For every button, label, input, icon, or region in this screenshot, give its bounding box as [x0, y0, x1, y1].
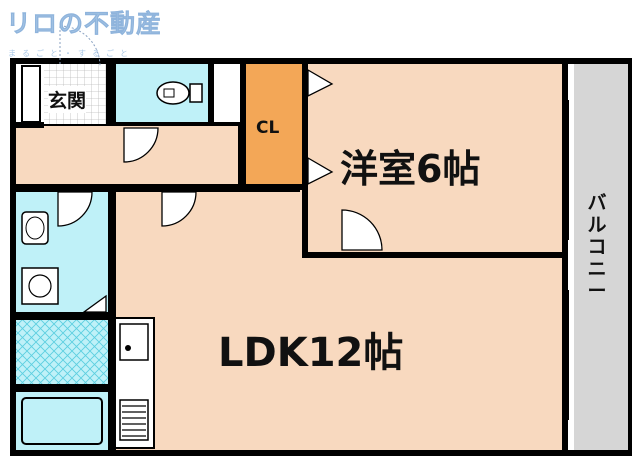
- bathtub-icon: [21, 397, 103, 445]
- genkan-label: 玄関: [48, 86, 87, 113]
- toilet-side: [214, 64, 240, 122]
- logo-text: リロの不動産: [6, 9, 163, 39]
- ldk-room: [116, 192, 562, 450]
- logo-tagline: まるごと・するごと: [8, 49, 134, 58]
- closet-doors: [307, 68, 334, 186]
- walls: [10, 58, 632, 456]
- bath-floor: [16, 320, 108, 384]
- company-logo: リロの不動産 まるごと・するごと: [6, 4, 166, 66]
- balcony-label: バルコニー: [587, 192, 607, 302]
- sink-icon: [119, 323, 149, 361]
- closet-label: CL: [256, 118, 280, 138]
- door-swings: [57, 127, 383, 313]
- washing-machine-icon: [21, 267, 59, 305]
- closet: [246, 64, 302, 184]
- entrance-door-arc: [59, 25, 101, 67]
- balcony-rail: [568, 64, 574, 450]
- balcony-area: [568, 64, 628, 450]
- stove-icon: [119, 399, 149, 441]
- ldk-label: LDK12帖: [218, 330, 404, 376]
- western-room-label: 洋室6帖: [340, 147, 481, 191]
